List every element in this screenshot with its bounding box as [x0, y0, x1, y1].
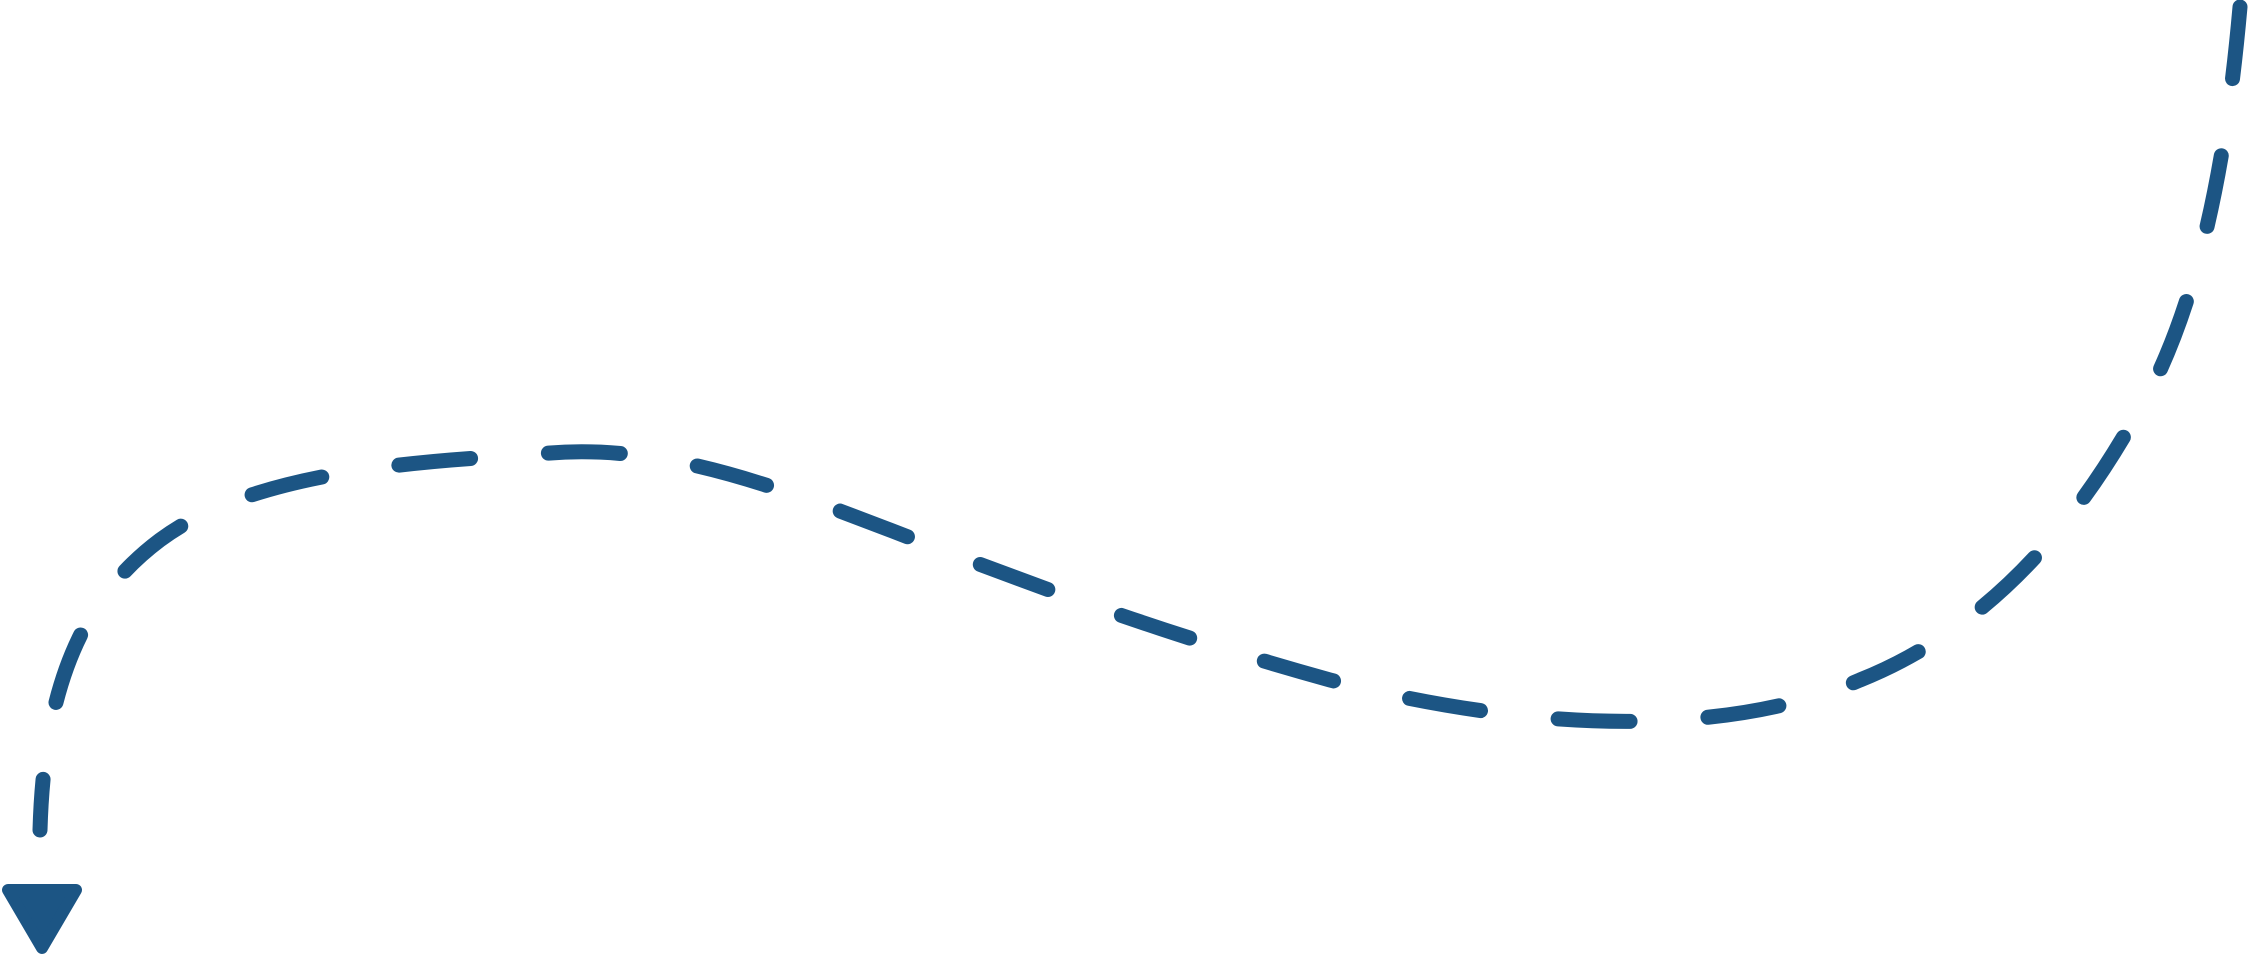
triangle-down-icon [2, 884, 82, 954]
dashed-arrow-path [32, 0, 2248, 838]
